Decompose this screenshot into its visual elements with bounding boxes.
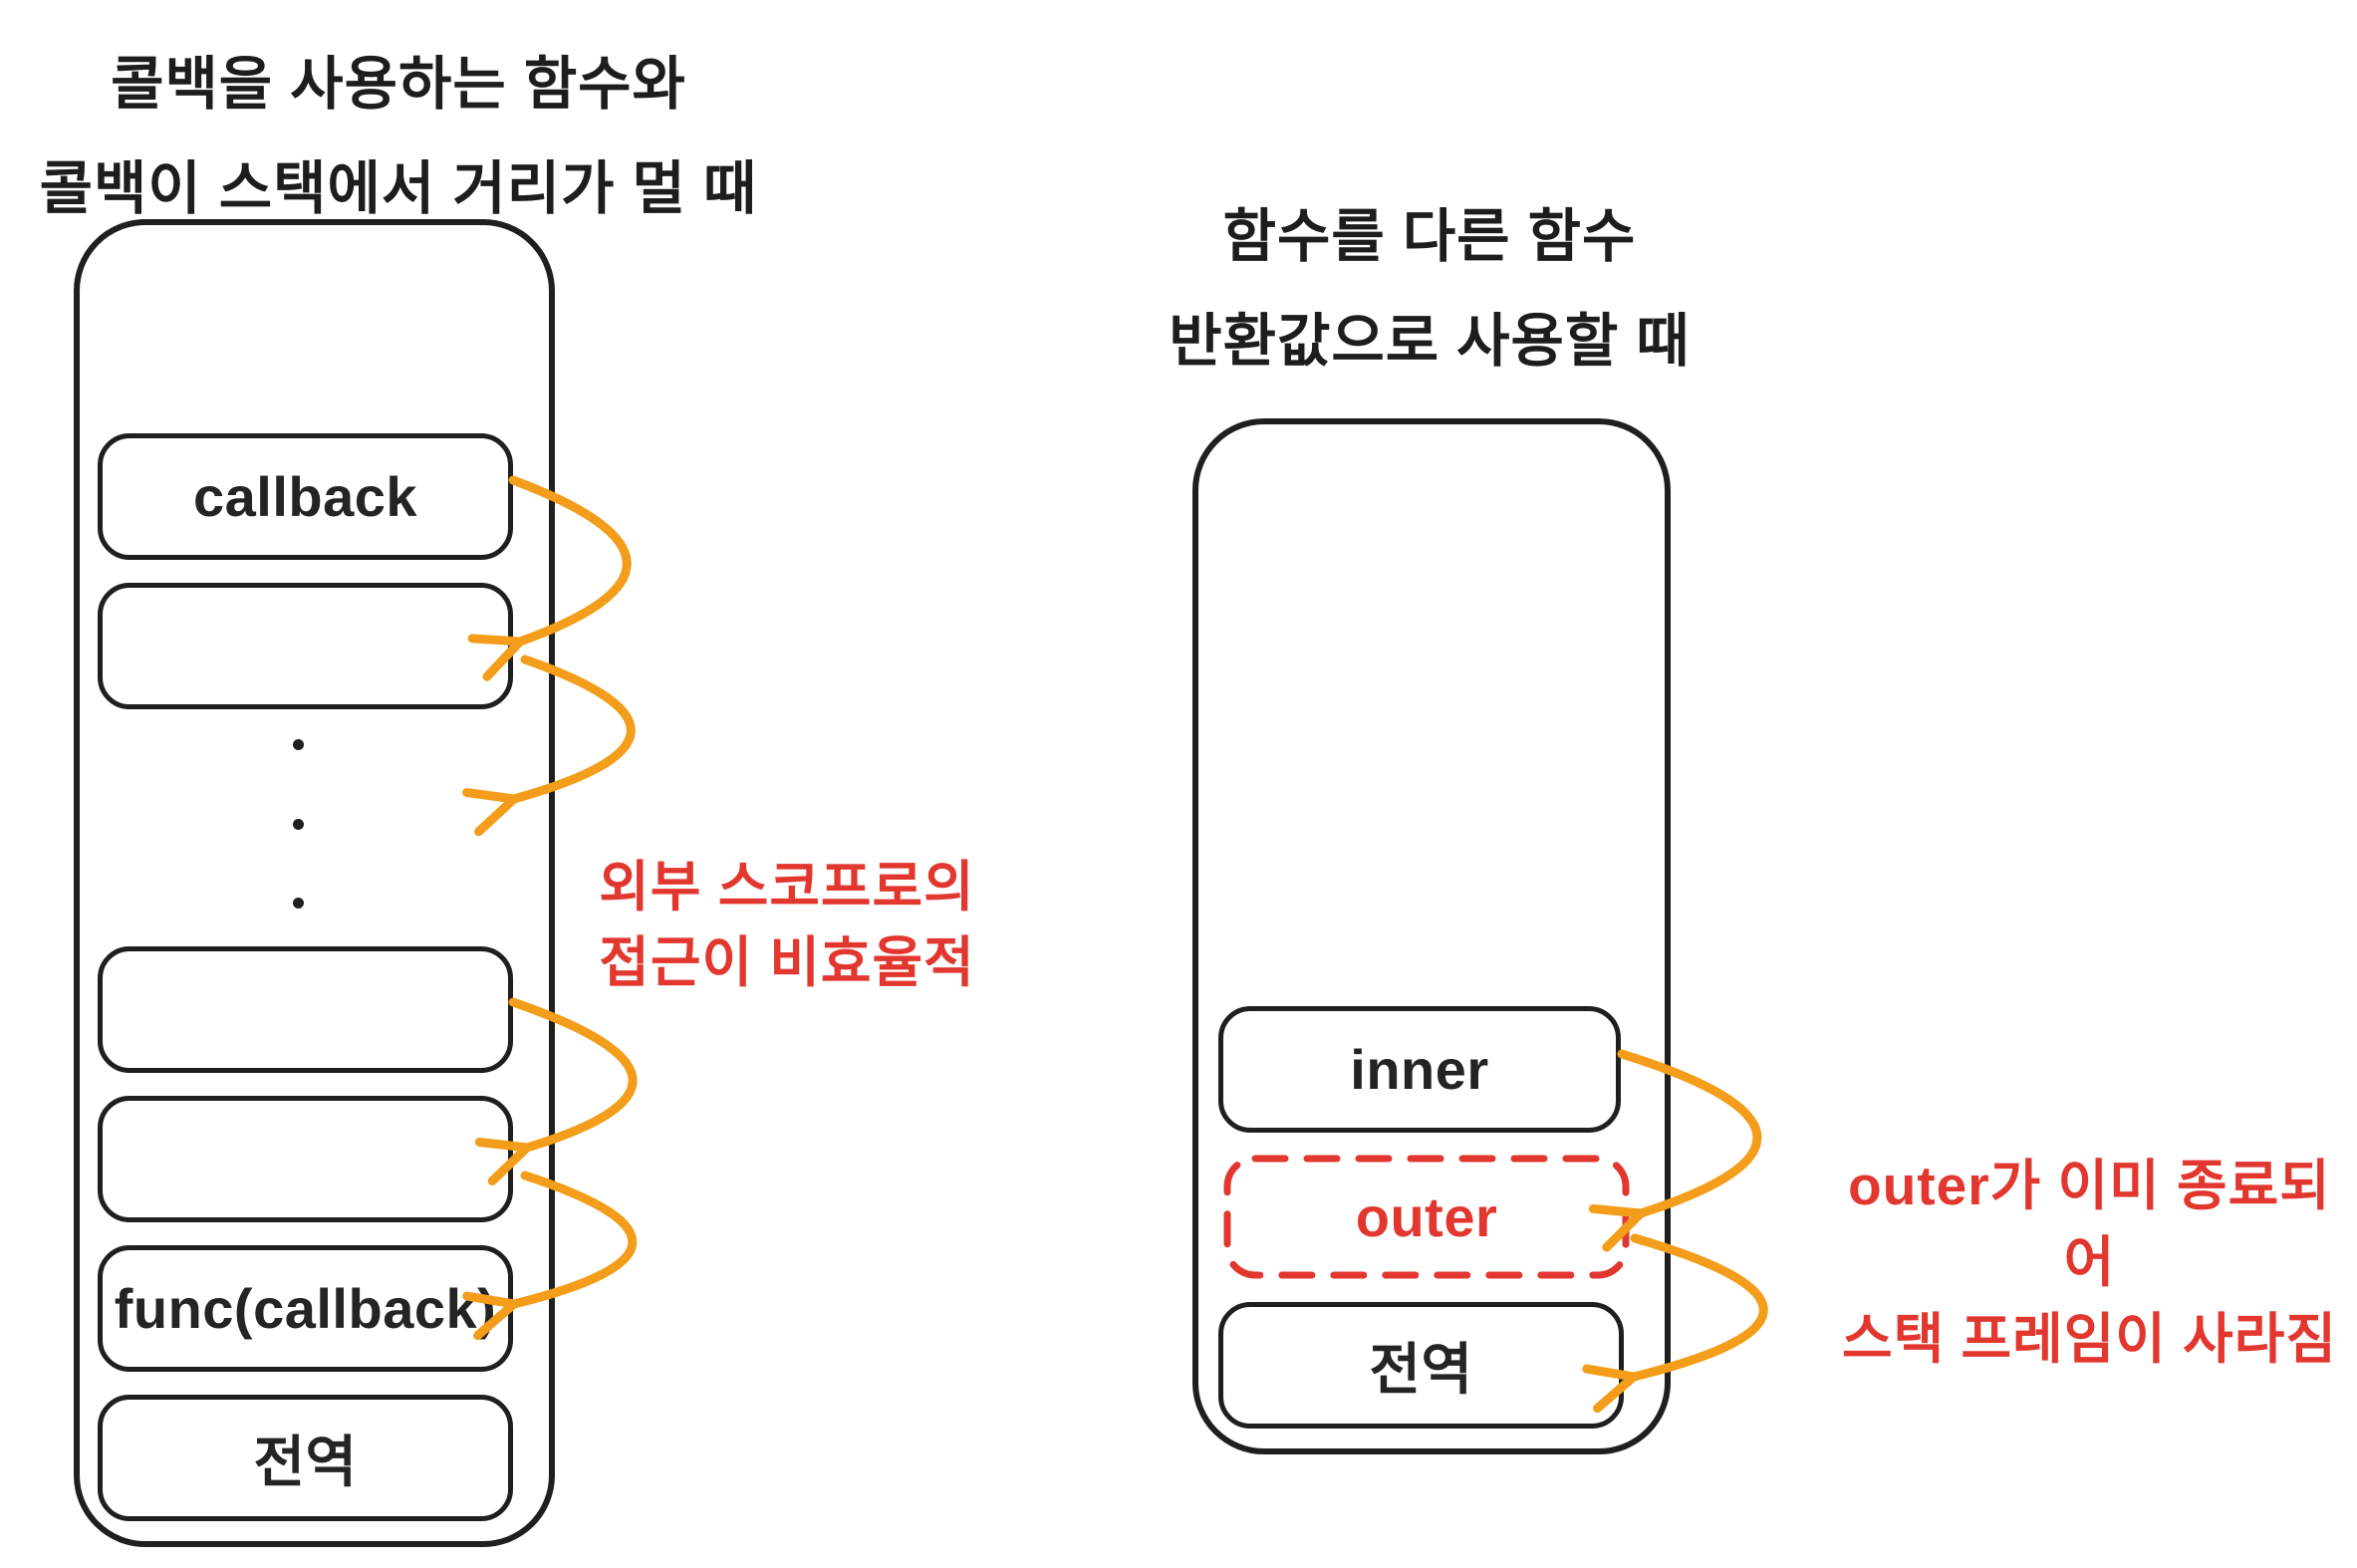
right-title: 함수를 다른 함수 반환값으로 사용할 때 xyxy=(1131,184,1728,393)
left-title: 콜백을 사용하는 함수와 콜백이 스택에서 거리가 멀 때 xyxy=(0,32,797,241)
left-annotation: 외부 스코프로의 접근이 비효율적 xyxy=(538,849,1036,1000)
vertical-ellipsis-icon xyxy=(292,739,304,909)
stack-frame-global-right-label: 전역 xyxy=(1369,1338,1473,1401)
ellipsis-dot xyxy=(292,898,304,909)
stack-frame-func-callback-label: func(callback) xyxy=(114,1277,497,1340)
ellipsis-dot xyxy=(292,739,304,750)
left-title-line2: 콜백이 스택에서 거리가 멀 때 xyxy=(39,156,758,221)
stack-frame-inner: inner xyxy=(1218,1006,1621,1133)
stack-frame-func-callback: func(callback) xyxy=(98,1245,513,1372)
left-annotation-line2: 접근이 비효율적 xyxy=(599,931,975,993)
right-annotation: outer가 이미 종료되어 스택 프레임이 사라짐 xyxy=(1838,1148,2341,1378)
stack-frame-inner-label: inner xyxy=(1350,1038,1489,1101)
stack-frame-empty-mid-1 xyxy=(98,946,513,1073)
right-stack-container xyxy=(1192,418,1671,1454)
left-annotation-line1: 외부 스코프로의 xyxy=(599,856,975,917)
stack-frame-outer: outer xyxy=(1222,1154,1631,1280)
stack-frame-empty-upper xyxy=(98,583,513,709)
stack-frame-callback: callback xyxy=(98,433,513,560)
stack-frame-outer-label: outer xyxy=(1355,1185,1498,1248)
stack-frame-empty-mid-2 xyxy=(98,1096,513,1222)
right-title-line2: 반환값으로 사용할 때 xyxy=(1169,309,1691,374)
left-title-line1: 콜백을 사용하는 함수와 xyxy=(111,52,686,117)
stack-frame-global-left: 전역 xyxy=(98,1395,513,1521)
right-annotation-line2: 스택 프레임이 사라짐 xyxy=(1842,1308,2337,1370)
ellipsis-dot xyxy=(292,818,304,830)
right-annotation-line1: outer가 이미 종료되어 xyxy=(1848,1155,2331,1293)
stack-frame-global-right: 전역 xyxy=(1218,1302,1624,1429)
right-title-line1: 함수를 다른 함수 xyxy=(1222,204,1637,269)
left-stack-container xyxy=(74,219,555,1547)
stack-frame-callback-label: callback xyxy=(192,465,418,528)
stack-frame-global-left-label: 전역 xyxy=(253,1431,358,1493)
